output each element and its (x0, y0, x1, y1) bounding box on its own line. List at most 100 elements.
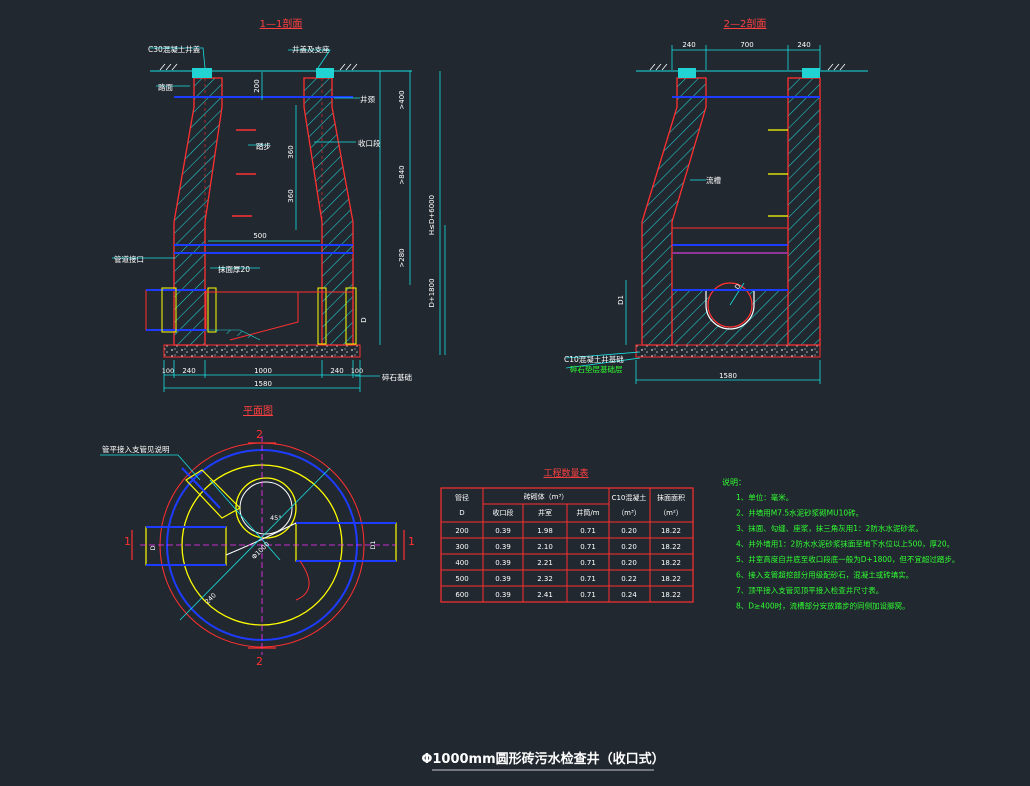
plan-note: 管平接入支管见说明 (102, 444, 170, 454)
right-wall-2 (787, 77, 821, 346)
notes: 说明： 1、单位：毫米。 2、井墙用M7.5水泥砂浆砌MU10砖。 3、抹面、勾缝、… (722, 477, 959, 611)
th-brick: 砖砌体（m³） (524, 492, 569, 501)
th-sub-chamber: 井室 (538, 508, 552, 517)
dim-hmax: H≤D+6000 (428, 195, 436, 235)
table-cell: 0.24 (621, 591, 637, 599)
dim-360a: 360 (287, 145, 295, 158)
dim-100b: 100 (351, 367, 363, 375)
mark-2-bottom: 2 (256, 655, 263, 668)
base-1-1 (163, 344, 361, 358)
quantity-table: 工程数量表 管径 D 砖砌体（m³） C10混凝土 （m³） 抹面面积 （m²）… (440, 467, 694, 603)
table-cell: 0.39 (495, 559, 511, 567)
th-plaster: 抹面面积 (657, 493, 685, 502)
dim-1580: 1580 (254, 380, 272, 388)
table-cell: 600 (455, 591, 468, 599)
plan-dim-d: D (149, 545, 157, 550)
dim-2-1580: 1580 (719, 372, 737, 380)
table-cell: 2.41 (537, 591, 553, 599)
table-cell: 300 (455, 543, 468, 551)
label-ring: 收口段 (358, 138, 381, 148)
dim-gt840: >840 (398, 165, 406, 184)
right-wall (303, 77, 354, 246)
th-sub-neck: 收口段 (493, 508, 514, 517)
th-c10-sub: （m³） (617, 509, 641, 517)
notes-list: 1、单位：毫米。 2、井墙用M7.5水泥砂浆砌MU10砖。 3、抹面、勾缝、座浆，抹… (736, 492, 959, 611)
dim-d: D (360, 317, 368, 322)
note-item: 5、井室高度自井底至收口段底一般为D+1800，但不宜超过踏步。 (736, 554, 959, 564)
dim-200: 200 (253, 79, 261, 92)
label-base1: C10混凝土井基础 (564, 354, 624, 364)
note-item: 2、井墙用M7.5水泥砂浆砌MU10砖。 (736, 508, 863, 518)
right-chamber-wall (321, 244, 354, 346)
note-item: 8、D≥400时，流槽部分安放踏步的同侧加设脚窝。 (736, 601, 910, 611)
cover-left (192, 68, 212, 78)
dim-240a: 240 (182, 367, 195, 375)
th-pipe: 管径 (455, 493, 469, 502)
table-cell: 0.71 (580, 591, 596, 599)
note-item: 3、抹面、勾缝、座浆，抹三角灰用1：2防水水泥砂浆。 (736, 523, 923, 533)
table-cell: 0.71 (580, 543, 596, 551)
table-cell: 18.22 (661, 591, 681, 599)
dim-gt280: >280 (398, 248, 406, 267)
table-cell: 200 (455, 527, 468, 535)
table-cell: 0.39 (495, 543, 511, 551)
dim-1000: 1000 (254, 367, 272, 375)
notes-heading: 说明： (722, 477, 746, 487)
table-cell: 0.20 (621, 543, 637, 551)
label-neck: 井颈 (360, 94, 375, 104)
table-cell: 0.71 (580, 575, 596, 583)
plan-dim-angle: 45° (270, 514, 282, 522)
dim-240b: 240 (330, 367, 343, 375)
table-body: 200 0.39 1.98 0.71 0.20 18.22 300 0.39 2.10 0.71 0… (455, 527, 681, 599)
mark-1-right: 1 (408, 535, 415, 548)
label-base: 碎石基础 (382, 372, 412, 382)
table-cell: 18.22 (661, 527, 681, 535)
table-title: 工程数量表 (543, 467, 588, 479)
dim-360b: 360 (287, 189, 295, 202)
section-1-1: 1—1剖面 (112, 17, 446, 392)
note-item: 7、顶平接入支管见顶平接入检查井尺寸表。 (736, 585, 883, 595)
plan-dim-240: 240 (203, 591, 217, 605)
table-cell: 0.20 (621, 527, 637, 535)
label-mortar: 抹面厚20 (218, 264, 250, 274)
th-plaster-sub: （m²） (659, 509, 683, 517)
left-wall (173, 77, 223, 246)
dim-100a: 100 (162, 367, 174, 375)
table-cell: 0.71 (580, 559, 596, 567)
table-cell: 2.32 (537, 575, 553, 583)
table-cell: 2.21 (537, 559, 553, 567)
table-cell: 1.98 (537, 527, 553, 535)
mark-2-top: 2 (256, 428, 263, 441)
plan-view: 平面图 (100, 405, 415, 668)
table-cell: 2.10 (537, 543, 553, 551)
th-c10: C10混凝土 (612, 493, 647, 502)
label-step: 踏步 (256, 141, 271, 151)
plan-title: 平面图 (243, 405, 273, 417)
table-cell: 18.22 (661, 559, 681, 567)
table-cell: 0.20 (621, 559, 637, 567)
dim-hd: D+1800 (428, 278, 436, 307)
label-cover: C30混凝土井盖 (148, 44, 201, 54)
note-item: 1、单位：毫米。 (736, 492, 793, 502)
table-cell: 0.39 (495, 575, 511, 583)
section-2-2-title: 2—2剖面 (724, 17, 767, 30)
table-cell: 500 (455, 575, 468, 583)
table-cell: 400 (455, 559, 468, 567)
section-2-2: 2—2剖面 D (564, 17, 868, 384)
table-cell: 0.39 (495, 591, 511, 599)
table-cell: 0.22 (621, 575, 637, 583)
dim-2-240a: 240 (682, 41, 695, 49)
dim-gt400: >400 (398, 90, 406, 109)
th-pipe-sub: D (459, 509, 464, 517)
dim-2-700: 700 (740, 41, 753, 49)
label-ground: 路面 (158, 82, 173, 92)
table-cell: 18.22 (661, 543, 681, 551)
dim-500: 500 (253, 232, 266, 240)
label-base2: 碎石垫层基础层 (570, 364, 623, 374)
drawing-title: Φ1000mm圆形砖污水检查井（收口式） (421, 751, 664, 767)
dim-d-2: D (733, 282, 742, 291)
label-inlet: 管道接口 (114, 254, 144, 264)
section-1-1-title: 1—1剖面 (260, 17, 303, 30)
label-frame: 井盖及支座 (292, 44, 330, 54)
